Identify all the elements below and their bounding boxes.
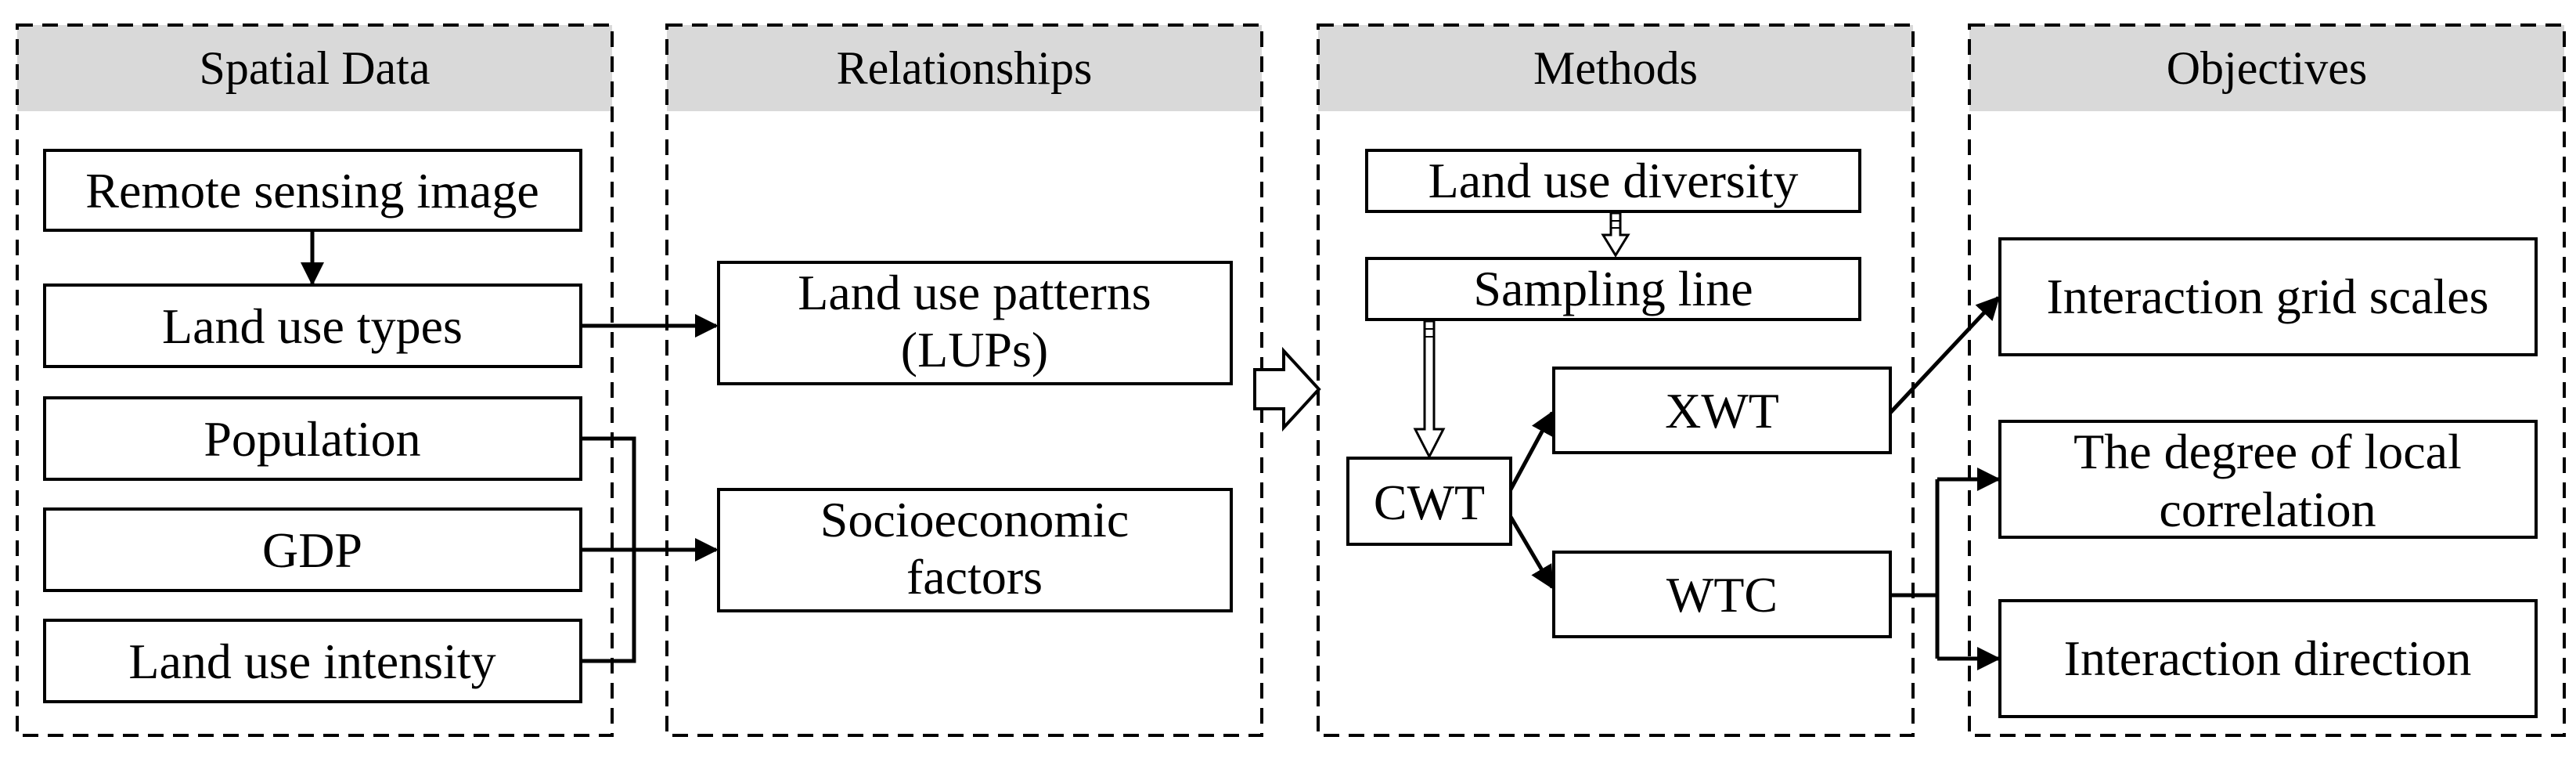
label-socio-line1: Socioeconomic [820,492,1129,547]
label-socio-line2: factors [906,549,1043,605]
box-local-correlation [1998,420,2538,539]
label-land-use-diversity: Land use diversity [1429,153,1799,208]
label-grid-scales: Interaction grid scales [2046,269,2488,324]
panel-header-relationships: Relationships [837,42,1093,94]
label-local-line2: correlation [2159,482,2376,537]
label-population: Population [204,411,420,467]
box-land-use-intensity [43,619,582,703]
box-interaction-direction [1998,599,2538,718]
box-socioeconomic [717,488,1233,612]
panel-border [665,23,1263,737]
label-lup-line1: Land use patterns [798,265,1151,320]
hollow-down-arrow-icon [1601,211,1630,258]
arrow-cwt-to-xwt [1508,410,1555,491]
box-land-use-diversity [1365,149,1861,213]
box-population [43,396,582,481]
panel-header-bg [1969,25,2564,111]
label-direction: Interaction direction [2064,630,2472,686]
label-lup-line2: (LUPs) [901,322,1048,377]
box-remote-sensing [43,149,582,232]
label-xwt: XWT [1665,383,1779,439]
label-remote-sensing: Remote sensing image [85,163,539,218]
label-wtc: WTC [1666,567,1778,623]
label-local-line1: The degree of local [2073,424,2462,479]
box-cwt [1346,457,1512,546]
panel-header-bg [667,25,1262,111]
panel-border [1968,23,2566,737]
panel-header-bg [1318,25,1913,111]
panel-methods: Methods Land use diversity Sampling line… [1317,23,1915,737]
arrow-cwt-to-wtc [1508,515,1555,590]
box-land-use-patterns [717,261,1233,385]
panel-spatial-data: Spatial Data Remote sensing image Land u… [16,23,614,737]
label-land-use-types: Land use types [162,298,463,354]
box-wtc [1552,551,1892,638]
panel-relationships: Relationships Land use patterns (LUPs) S… [665,23,1263,737]
panel-header-methods: Methods [1533,42,1698,94]
box-interaction-grid-scales [1998,237,2538,356]
label-land-use-intensity: Land use intensity [128,634,495,689]
label-cwt: CWT [1374,475,1485,530]
panel-header-objectives: Objectives [2167,42,2368,94]
box-xwt [1552,367,1892,454]
label-sampling-line: Sampling line [1473,261,1753,316]
box-sampling-line [1365,257,1861,321]
panel-border [1317,23,1915,737]
flow-arrow-icon [1253,346,1321,432]
panel-header-bg [17,25,612,111]
panel-header-spatial-data: Spatial Data [200,42,431,94]
panel-objectives: Objectives Interaction grid scales The d… [1968,23,2566,737]
panel-border [16,23,614,737]
arrow-xwt-to-grid-scales [1889,295,2001,414]
hollow-down-arrow-icon [1413,320,1446,460]
box-gdp [43,507,582,592]
label-gdp: GDP [262,522,362,578]
